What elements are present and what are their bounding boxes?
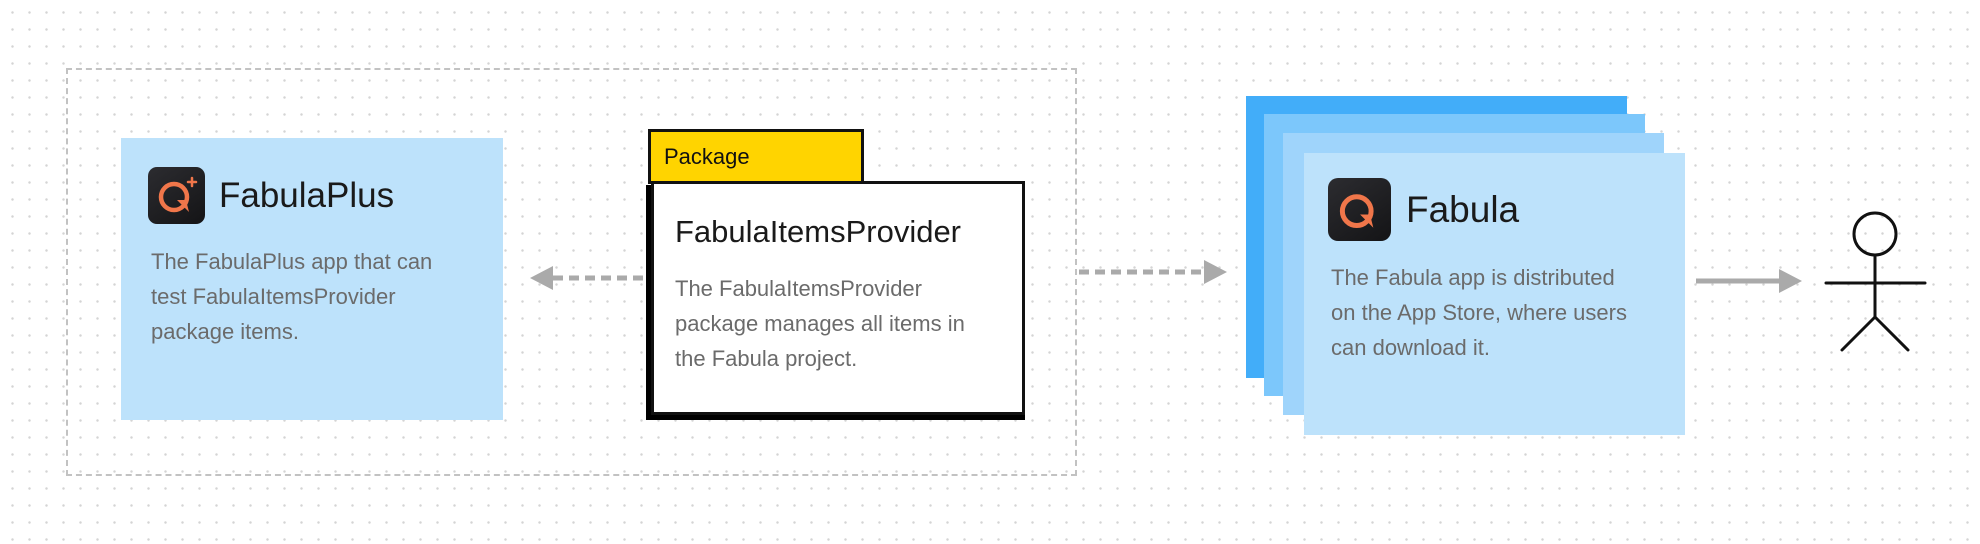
package-description-line: the Fabula project. [675,346,858,371]
fabula-description-line: The Fabula app is distributed [1331,265,1615,290]
user-actor-icon [1824,211,1927,352]
package-description-line: The FabulaItemsProvider [675,276,922,301]
fabula-description-line: on the App Store, where users [1331,300,1627,325]
fabula-header: Fabula [1328,178,1519,241]
package-description-line: package manages all items in [675,311,965,336]
fabula-plus-header: FabulaPlus [148,167,394,224]
fabula-plus-description-line: package items. [151,319,299,344]
fabula-plus-description-line: test FabulaItemsProvider [151,284,396,309]
fabula-title: Fabula [1406,188,1520,230]
fabula-app-icon [1328,178,1391,241]
app-group-frame [66,68,1077,476]
fabula-plus-description: The FabulaPlus app that can test FabulaI… [151,244,432,349]
fabula-plus-title: FabulaPlus [219,175,395,215]
package-to-fabula-arrow [1079,260,1227,284]
package-description: The FabulaItemsProvider package manages … [675,271,1015,376]
fabula-plus-description-line: The FabulaPlus app that can [151,249,433,274]
fabula-plus-card[interactable]: FabulaPlus The FabulaPlus app that can t… [121,138,503,420]
package-to-fabula-plus-arrow [530,266,643,290]
fabula-description-line: can download it. [1331,335,1490,360]
package-tab: Package [648,129,864,184]
package-title: FabulaItemsProvider [675,214,962,249]
fabula-description: The Fabula app is distributed on the App… [1331,260,1627,365]
fabula-card[interactable]: Fabula The Fabula app is distributed on … [1304,153,1685,435]
fabula-plus-app-icon [148,167,205,224]
fabula-to-user-arrow [1696,269,1802,293]
